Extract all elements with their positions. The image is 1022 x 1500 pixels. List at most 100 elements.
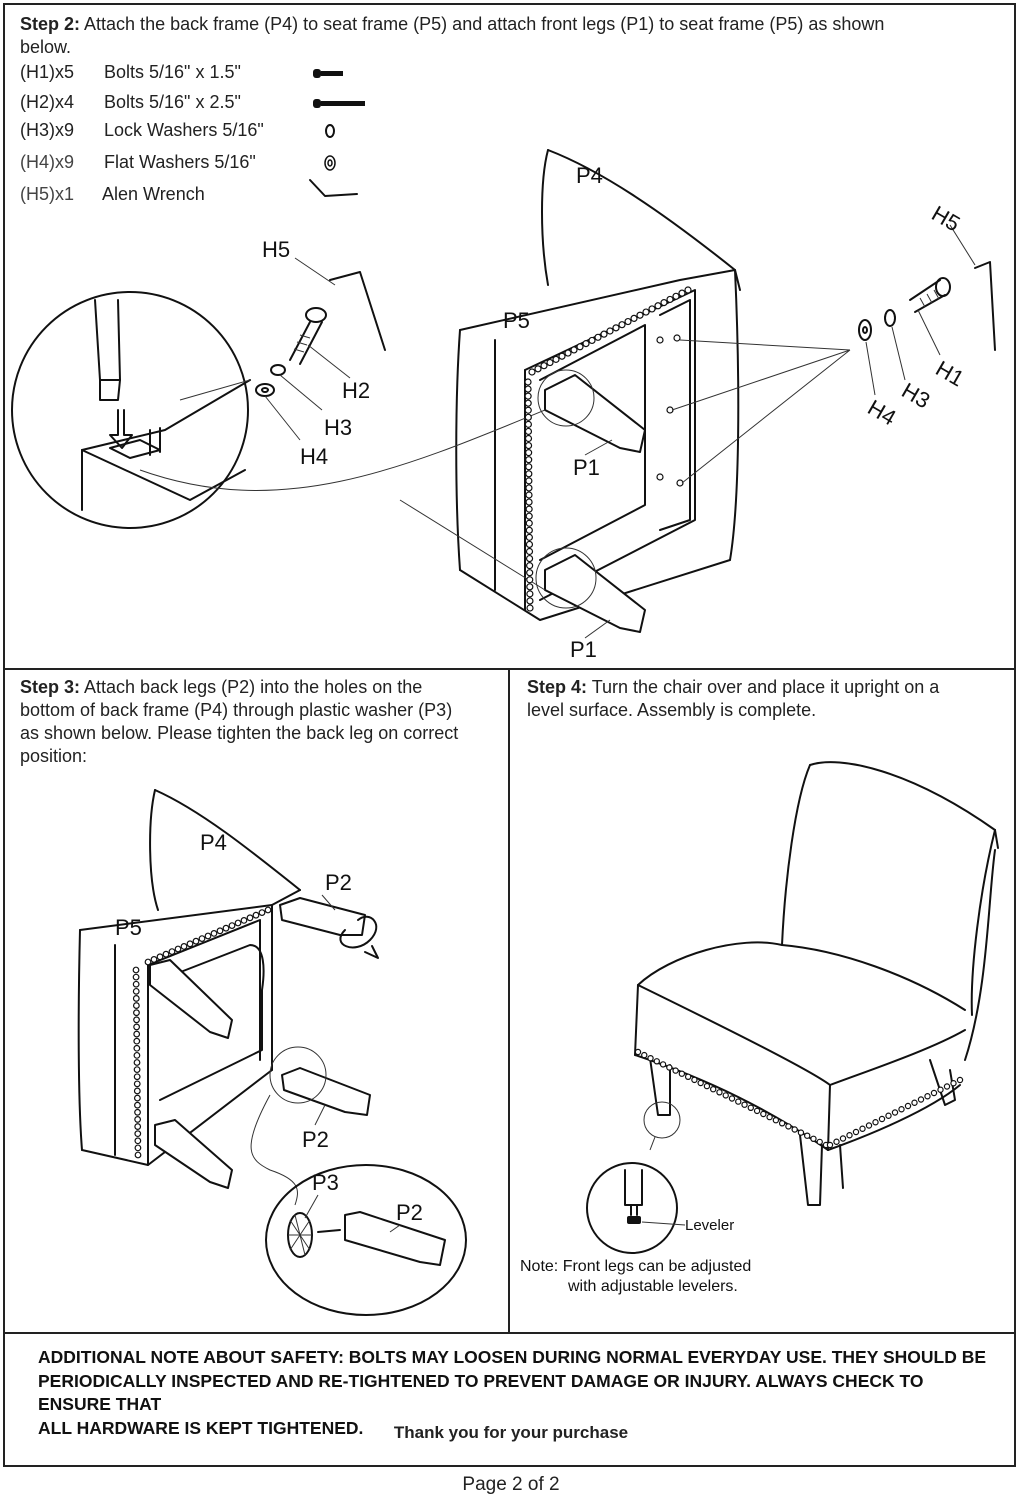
nailhead xyxy=(162,950,170,958)
nailhead-trim xyxy=(634,1048,964,1149)
nailhead xyxy=(525,540,534,549)
nailhead xyxy=(636,311,644,319)
nailhead xyxy=(642,308,650,316)
nailhead xyxy=(526,604,534,612)
nailhead xyxy=(576,343,584,351)
callout-h3: H3 xyxy=(324,415,352,440)
nailhead xyxy=(630,314,638,322)
nailhead xyxy=(134,1130,142,1138)
nailhead xyxy=(659,1061,667,1068)
safety-line: ADDITIONAL NOTE ABOUT SAFETY: BOLTS MAY … xyxy=(38,1347,987,1367)
callout-p5: P5 xyxy=(503,308,530,333)
nailhead xyxy=(133,1080,141,1088)
nailhead xyxy=(144,958,152,966)
nailhead xyxy=(624,317,632,326)
nailhead xyxy=(760,1110,767,1118)
nailhead xyxy=(524,385,532,393)
nailhead xyxy=(525,547,534,556)
nailhead xyxy=(133,1044,141,1052)
callout-p2: P2 xyxy=(325,870,352,895)
nailhead xyxy=(132,973,140,981)
nailhead xyxy=(525,491,533,499)
nailhead xyxy=(641,1051,648,1059)
nailhead xyxy=(234,919,242,927)
allen-wrench-right xyxy=(974,261,996,351)
nailhead xyxy=(865,1122,873,1129)
nailhead xyxy=(697,1079,704,1087)
step3-line: Attach back legs (P2) into the holes on … xyxy=(84,677,423,697)
nailhead xyxy=(525,533,533,541)
step2-instructions: Step 2: Attach the back frame (P4) to se… xyxy=(20,13,1005,59)
hardware-qty: (H4)x9 xyxy=(20,152,75,172)
nailhead xyxy=(525,456,533,464)
step3-step4-divider xyxy=(508,669,510,1332)
nailhead xyxy=(728,1095,736,1102)
nailhead xyxy=(634,1048,642,1056)
nailhead xyxy=(240,916,248,924)
nailhead xyxy=(594,333,602,341)
nailhead xyxy=(228,922,236,930)
nailhead xyxy=(804,1132,811,1139)
leveler-label: Leveler xyxy=(685,1217,734,1234)
callout-h5: H5 xyxy=(928,201,965,237)
nailhead xyxy=(132,1002,140,1009)
nailhead xyxy=(839,1135,847,1142)
nailhead xyxy=(826,1141,834,1149)
nailhead xyxy=(133,1073,141,1081)
safety-note: ADDITIONAL NOTE ABOUT SAFETY: BOLTS MAY … xyxy=(38,1346,988,1440)
callout-h4: H4 xyxy=(864,395,901,431)
nailhead xyxy=(647,1055,654,1062)
nailhead xyxy=(660,299,668,307)
nailhead xyxy=(222,924,230,932)
nailhead xyxy=(653,1058,660,1065)
nailhead xyxy=(133,1023,141,1031)
nailhead xyxy=(526,597,534,605)
nailhead xyxy=(600,330,608,338)
step3-line: as shown below. Please tighten the back … xyxy=(20,723,459,743)
nailhead xyxy=(134,1144,142,1152)
step2-diagram: P4 P5 P1 P1 H5 H2 H3 H4 H5 H1 H3 H4 xyxy=(11,149,996,662)
nailhead xyxy=(525,519,533,527)
nailhead xyxy=(534,365,542,373)
page-number: Page 2 of 2 xyxy=(462,1474,560,1495)
nailhead xyxy=(168,948,176,956)
nailhead xyxy=(526,562,534,570)
nailhead xyxy=(833,1138,840,1145)
nailhead xyxy=(180,942,188,950)
nailhead xyxy=(132,995,140,1002)
nailhead xyxy=(204,932,212,940)
step4-diagram: Leveler xyxy=(586,761,999,1254)
nailhead xyxy=(911,1099,918,1106)
step2-text-line2: below. xyxy=(20,37,72,57)
chair-step3 xyxy=(77,789,467,1316)
step4-instructions: Step 4: Turn the chair over and place it… xyxy=(527,676,1007,722)
nailhead xyxy=(133,1037,141,1045)
step3-diagram: P4 P5 P2 P2 P3 P2 xyxy=(77,789,467,1316)
step3-line: bottom of back frame (P4) through plasti… xyxy=(20,700,453,720)
nailhead xyxy=(618,321,626,329)
nailhead xyxy=(198,935,206,943)
nailhead xyxy=(904,1102,912,1110)
nailhead xyxy=(133,1066,141,1074)
flat-washer-icon xyxy=(324,155,336,171)
nailhead xyxy=(526,583,534,591)
allen-wrench-icon xyxy=(309,179,358,197)
nailhead xyxy=(525,477,533,485)
nailhead xyxy=(524,392,532,400)
nailhead xyxy=(672,292,680,300)
nailhead xyxy=(672,1067,679,1074)
nailhead xyxy=(735,1098,742,1105)
nailhead xyxy=(133,1016,140,1024)
long-bolt-icon xyxy=(313,99,365,108)
nailhead xyxy=(846,1132,853,1139)
safety-divider xyxy=(3,1332,1016,1334)
nailhead xyxy=(246,914,254,922)
callout-p3: P3 xyxy=(312,1170,339,1195)
nailhead xyxy=(133,1009,140,1017)
nailhead xyxy=(525,526,533,534)
safety-line: PERIODICALLY INSPECTED AND RE-TIGHTENED … xyxy=(38,1370,924,1415)
long-bolt-drawing xyxy=(289,307,327,365)
nailhead xyxy=(564,349,572,357)
callout-p4: P4 xyxy=(200,830,227,855)
step2-text-line1: Attach the back frame (P4) to seat frame… xyxy=(84,14,885,34)
